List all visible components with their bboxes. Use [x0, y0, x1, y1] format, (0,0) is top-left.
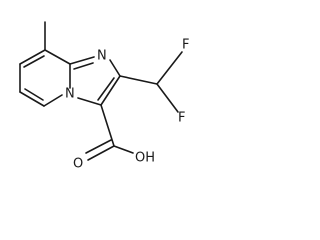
molecule-drawing: N N F F O OH — [19, 21, 189, 172]
atom-label-n-imidazole: N — [97, 49, 107, 64]
bond-n1-c2 — [109, 59, 121, 77]
atom-label-f-right: F — [178, 111, 185, 126]
atom-label-f-top: F — [182, 38, 189, 53]
atom-label-oh: OH — [135, 151, 155, 166]
bond-cf2-f-top — [156, 51, 183, 85]
atom-label-n-bridgehead: N — [65, 87, 75, 102]
bond-cf2-f-right — [156, 83, 179, 113]
bond-cooh-o-double — [85, 139, 112, 154]
bond-c6-c5 — [19, 91, 45, 107]
bond-c2-c3 — [100, 75, 121, 106]
bond-c5-nbridge — [43, 94, 63, 107]
bond-c3-nbridge — [77, 97, 102, 106]
bond-cooh-o — [87, 145, 115, 161]
bond-c6-c5-double — [24, 88, 44, 101]
bond-c3-cooh — [100, 104, 115, 147]
bond-cooh-oh — [113, 145, 134, 154]
bond-c2-cf2 — [119, 75, 158, 85]
bond-c2-c3-double — [97, 77, 115, 101]
atom-label-o-carbonyl: O — [73, 157, 83, 172]
bond-c8a-n1-double — [73, 62, 94, 70]
bond-c8a-n1 — [69, 56, 95, 65]
bond-c8-c7 — [19, 49, 46, 65]
structure-diagram: N N F F O OH — [19, 21, 189, 172]
bond-c8-c7-double — [23, 55, 45, 68]
bond-c8a-c8 — [44, 49, 71, 65]
